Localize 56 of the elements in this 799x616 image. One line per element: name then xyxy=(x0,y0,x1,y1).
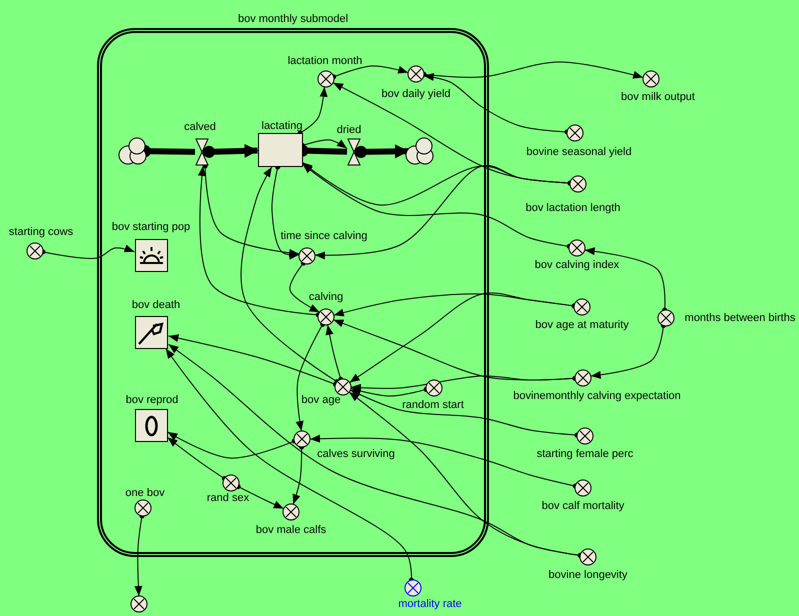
influence-arrow xyxy=(326,324,344,382)
influence-arrow xyxy=(296,322,326,432)
influence-arrow xyxy=(590,323,666,379)
influence-arrow xyxy=(289,260,320,313)
node-label: calves surviving xyxy=(317,448,395,461)
submodel-title: bov monthly submodel xyxy=(236,13,350,26)
influence-arrow xyxy=(202,164,300,257)
node-label: bov death xyxy=(132,299,180,312)
node-label: bovine longevity xyxy=(548,569,628,582)
node-label: bov starting pop xyxy=(112,221,190,234)
influence-arrow xyxy=(134,513,144,596)
node-label: bovinemonthly calving expectation xyxy=(513,390,681,403)
node-label: rand sex xyxy=(206,492,250,505)
influence-arrow xyxy=(198,166,321,318)
node-label: mortality rate xyxy=(398,598,462,611)
influence-arrow xyxy=(292,444,304,505)
node-label: bov lactation length xyxy=(526,202,620,215)
influence-arrow xyxy=(165,348,414,583)
flow-arrow xyxy=(355,144,409,158)
flow-arrow xyxy=(203,144,258,158)
node-label: bovine seasonal yield xyxy=(526,146,632,159)
node-label: bov male calfs xyxy=(256,524,326,537)
influence-arrow xyxy=(422,62,644,79)
influence-arrow xyxy=(168,334,338,387)
influence-arrow xyxy=(271,164,300,260)
influence-arrow xyxy=(298,86,328,136)
influence-arrow xyxy=(240,166,340,384)
node-label: bov milk output xyxy=(621,91,695,104)
influence-arrow xyxy=(349,292,577,384)
influence-arrow xyxy=(310,434,578,489)
node-label: starting female perc xyxy=(536,448,634,461)
influence-arrow xyxy=(350,375,578,392)
node-label: dried xyxy=(336,124,362,137)
node-label: starting cows xyxy=(8,226,74,239)
node-label: lactation month xyxy=(288,55,362,68)
influence-arrow xyxy=(167,436,227,481)
node-label: bov daily yield xyxy=(381,88,451,101)
node-label: bov reprod xyxy=(126,394,178,407)
influence-arrow xyxy=(331,66,409,80)
influence-arrow xyxy=(584,247,668,313)
influence-arrow xyxy=(348,392,583,558)
node-label: time since calving xyxy=(280,230,368,243)
node-label: bov calf mortality xyxy=(542,500,624,513)
influence-arrow xyxy=(236,484,284,510)
node-label: bov age at maturity xyxy=(535,319,629,332)
influence-arrow xyxy=(350,386,429,396)
node-label: random start xyxy=(402,399,464,412)
node-label: months between births xyxy=(684,312,796,325)
influence-arrow xyxy=(167,431,297,458)
node-label: lactating xyxy=(262,120,302,133)
node-label: calved xyxy=(184,121,216,134)
node-label: bov calving index xyxy=(534,259,620,272)
node-label: bov age xyxy=(301,394,341,407)
influence-arrow xyxy=(302,163,572,249)
node-label: calving xyxy=(308,291,344,304)
node-label: one bov xyxy=(125,487,165,500)
